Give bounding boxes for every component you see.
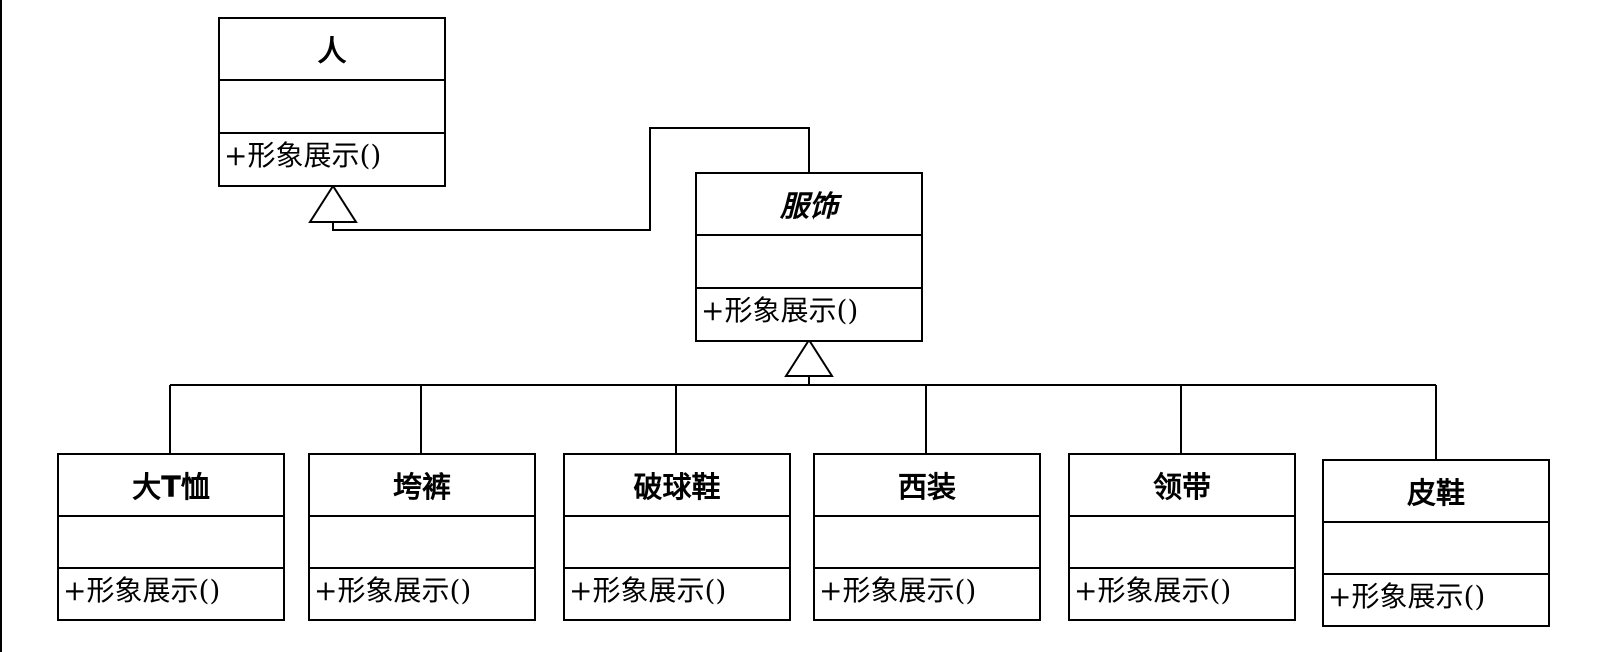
operation-label: +形象展示() <box>63 574 221 607</box>
attributes-compartment <box>59 517 283 569</box>
clothing-inheritance-arrow <box>784 338 834 377</box>
class-clothing[interactable]: 服饰 +形象展示() <box>695 172 923 342</box>
operation-label: +形象展示() <box>569 574 727 607</box>
operation-label: +形象展示() <box>1074 574 1232 607</box>
operation-label: +形象展示() <box>819 574 977 607</box>
attributes-compartment <box>1070 517 1294 569</box>
operation-label: +形象展示() <box>701 294 859 327</box>
operation-label: +形象展示() <box>224 139 382 172</box>
attributes-compartment <box>697 236 921 289</box>
class-subclass[interactable]: 领带 +形象展示() <box>1068 453 1296 621</box>
operation-label: +形象展示() <box>314 574 472 607</box>
class-name: 皮鞋 <box>1324 461 1548 523</box>
class-subclass[interactable]: 大T恤 +形象展示() <box>57 453 285 621</box>
class-subclass[interactable]: 垮裤 +形象展示() <box>308 453 536 621</box>
class-subclass[interactable]: 皮鞋 +形象展示() <box>1322 459 1550 627</box>
class-person[interactable]: 人 +形象展示() <box>218 17 446 187</box>
class-subclass[interactable]: 破球鞋 +形象展示() <box>563 453 791 621</box>
attributes-compartment <box>310 517 534 569</box>
class-name: 破球鞋 <box>565 455 789 517</box>
attributes-compartment <box>565 517 789 569</box>
attributes-compartment <box>815 517 1039 569</box>
clothing-to-person-connector <box>332 127 810 231</box>
class-name: 垮裤 <box>310 455 534 517</box>
attributes-compartment <box>220 81 444 134</box>
attributes-compartment <box>1324 523 1548 575</box>
class-name: 服饰 <box>697 174 921 236</box>
class-name: 大T恤 <box>59 455 283 517</box>
class-name: 西装 <box>815 455 1039 517</box>
class-name: 领带 <box>1070 455 1294 517</box>
operation-label: +形象展示() <box>1328 580 1486 613</box>
person-inheritance-arrow <box>308 184 358 223</box>
left-border-line <box>0 0 2 652</box>
class-name: 人 <box>220 19 444 81</box>
class-subclass[interactable]: 西装 +形象展示() <box>813 453 1041 621</box>
